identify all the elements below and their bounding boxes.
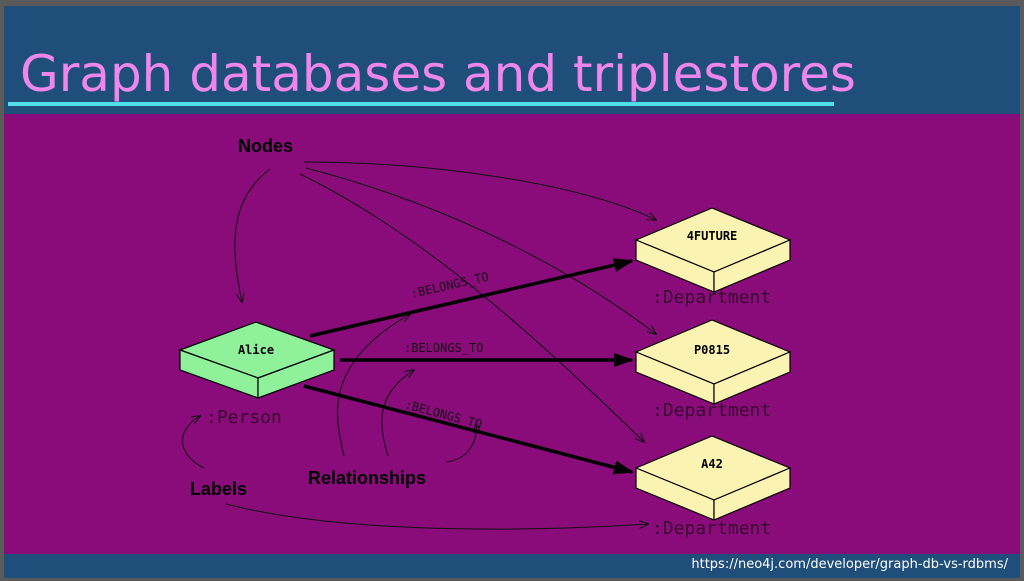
node-p0815-name: P0815 — [694, 343, 730, 357]
node-alice-name: Alice — [238, 343, 274, 357]
edge-alice-to-a42 — [303, 384, 634, 475]
nodes-arrow-a42 — [299, 173, 644, 442]
annotation-relationships: Relationships — [308, 468, 426, 488]
edge-alice-to-4future — [309, 258, 634, 338]
diagram-panel: :BELONGS_TO :BELONGS_TO :BELONGS_TO Alic… — [4, 114, 1020, 554]
node-4future-name: 4FUTURE — [687, 229, 738, 243]
node-p0815: P0815 — [634, 319, 792, 405]
slide: Graph databases and triplestores — [4, 6, 1020, 578]
relationships-arrow-1 — [337, 314, 410, 457]
slide-title: Graph databases and triplestores — [20, 45, 856, 103]
graph-diagram: :BELONGS_TO :BELONGS_TO :BELONGS_TO Alic… — [178, 136, 792, 539]
title-underline — [8, 102, 834, 106]
nodes-arrow-alice — [234, 168, 271, 302]
labels-arrow-person — [182, 416, 205, 469]
labels-arrow-department — [225, 503, 648, 530]
relationships-arrow-2 — [381, 370, 414, 457]
node-a42: A42 — [634, 435, 792, 521]
label-department-a42: :Department — [652, 518, 771, 539]
node-4future: 4FUTURE — [634, 207, 792, 293]
relationships-arrow-3 — [445, 424, 476, 463]
annotation-nodes: Nodes — [238, 136, 293, 156]
nodes-arrow-4future — [303, 161, 656, 220]
label-department-p0815: :Department — [652, 400, 771, 421]
label-person: :Person — [206, 407, 282, 428]
nodes-arrow-p0815 — [305, 167, 656, 334]
edge-label-p0815: :BELONGS_TO — [404, 341, 483, 355]
source-url: https://neo4j.com/developer/graph-db-vs-… — [691, 557, 1008, 572]
annotation-labels: Labels — [190, 479, 247, 499]
label-department-4future: :Department — [652, 287, 771, 308]
node-a42-name: A42 — [701, 457, 723, 471]
node-alice: Alice — [178, 321, 336, 399]
